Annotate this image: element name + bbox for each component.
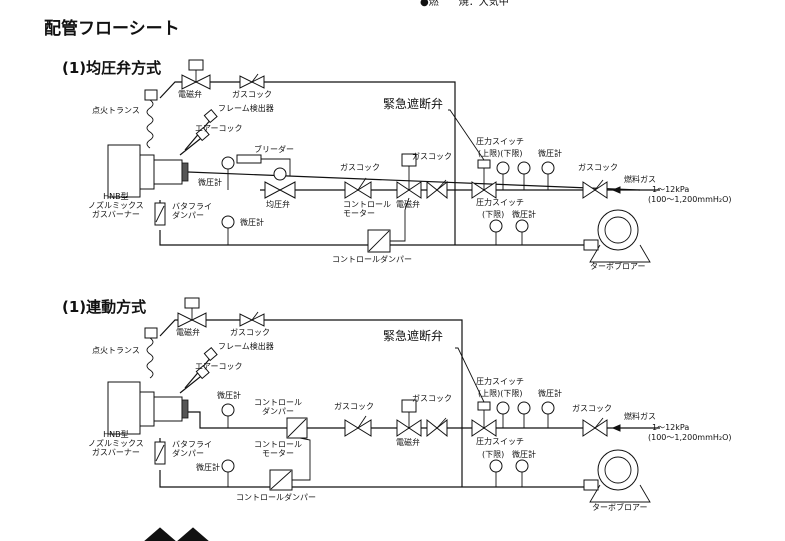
d1-label-bleeder: ブリーダー	[254, 145, 294, 154]
d2-label-solenoid-mid: 電磁弁	[396, 438, 420, 447]
d1-label-turbo-blower: ターボブロアー	[590, 262, 646, 271]
d1-label-air-cock: エアーコック	[195, 124, 243, 133]
d1-label-burner: HNB型 ノズルミックス ガスバーナー	[88, 192, 144, 219]
d2-label-gascock-right: ガスコック	[572, 404, 612, 413]
d1-label-ignition: 点火トランス	[92, 106, 140, 115]
page-title: 配管フローシート	[44, 19, 180, 39]
d2-label-gascock-small: ガスコック	[412, 394, 452, 403]
d2-label-pressure-switch-top: 圧力スイッチ	[476, 377, 524, 386]
d1-label-gascock-top: ガスコック	[232, 90, 272, 99]
d1-label-gascock-right: ガスコック	[578, 163, 618, 172]
d2-label-fuel-range: 1～12kPa	[652, 423, 690, 432]
d2-label-gauge-d: 微圧計	[512, 450, 536, 459]
d2-label-butterfly: バタフライ ダンパー	[172, 440, 212, 458]
d2-label-solenoid-top: 電磁弁	[176, 328, 200, 337]
d1-label-gauge-b: 微圧計	[538, 149, 562, 158]
d1-label-emergency-valve: 緊急遮断弁	[383, 97, 444, 111]
d1-label-fuel-range2: (100～1,200mmH₂O)	[648, 195, 732, 204]
d2-label-lower: (下限)	[482, 450, 505, 459]
d2-label-gauge-a: 微圧計	[217, 391, 241, 400]
d1-label-fuel-range: 1～12kPa	[652, 185, 690, 194]
d2-label-pressure-switch-bottom: 圧力スイッチ	[476, 437, 524, 446]
d2-label-gascock-top: ガスコック	[230, 328, 270, 337]
d2-label-control-damper-top: コントロール ダンパー	[254, 398, 302, 416]
d1-label-equalizer: 均圧弁	[266, 200, 290, 209]
d1-label-gascock-small: ガスコック	[412, 152, 452, 161]
d1-label-flame-detector: フレーム検出器	[218, 104, 274, 113]
d2-label-gascock-mid: ガスコック	[334, 402, 374, 411]
d2-label-air-cock: エアーコック	[195, 362, 243, 371]
d1-label-solenoid-top: 電磁弁	[178, 90, 202, 99]
d1-label-solenoid-mid: 電磁弁	[396, 200, 420, 209]
d2-label-emergency-valve: 緊急遮断弁	[383, 329, 444, 343]
d2-label-fuel-range2: (100～1,200mmH₂O)	[648, 433, 732, 442]
d1-label-pressure-switch-top: 圧力スイッチ	[476, 137, 524, 146]
d1-label-control-damper: コントロールダンパー	[332, 255, 412, 264]
d1-label-butterfly: バタフライ ダンパー	[172, 202, 212, 220]
d2-label-burner: HNB型 ノズルミックス ガスバーナー	[88, 430, 144, 457]
d1-label-gauge-a: 微圧計	[198, 178, 222, 187]
d2-label-flame-detector: フレーム検出器	[218, 342, 274, 351]
d2-label-upper-lower: (上限)(下限)	[478, 389, 523, 398]
d2-label-gauge-b: 微圧計	[538, 389, 562, 398]
d1-label-gauge-d: 微圧計	[512, 210, 536, 219]
d2-label-ignition: 点火トランス	[92, 346, 140, 355]
d2-label-turbo-blower: ターボブロアー	[592, 503, 648, 512]
diagram1-heading: (1)均圧弁方式	[62, 59, 162, 77]
d1-label-gauge-c: 微圧計	[240, 218, 264, 227]
combustion-note: ●燃 焼：大気中	[420, 0, 509, 8]
d2-label-fuel-gas: 燃料ガス	[624, 412, 656, 421]
d1-label-gascock-mid: ガスコック	[340, 163, 380, 172]
diagram2-heading: (1)連動方式	[62, 298, 147, 316]
d1-label-pressure-switch-bottom: 圧力スイッチ	[476, 198, 524, 207]
d2-label-control-damper: コントロールダンパー	[236, 493, 316, 502]
d2-label-control-motor: コントロール モーター	[254, 440, 302, 458]
d1-label-fuel-gas: 燃料ガス	[624, 175, 656, 184]
d1-label-control-motor: コントロール モーター	[343, 200, 391, 218]
d1-label-upper-lower: (上限)(下限)	[478, 149, 523, 158]
d2-label-gauge-c: 微圧計	[196, 463, 220, 472]
d1-label-lower: (下限)	[482, 210, 505, 219]
